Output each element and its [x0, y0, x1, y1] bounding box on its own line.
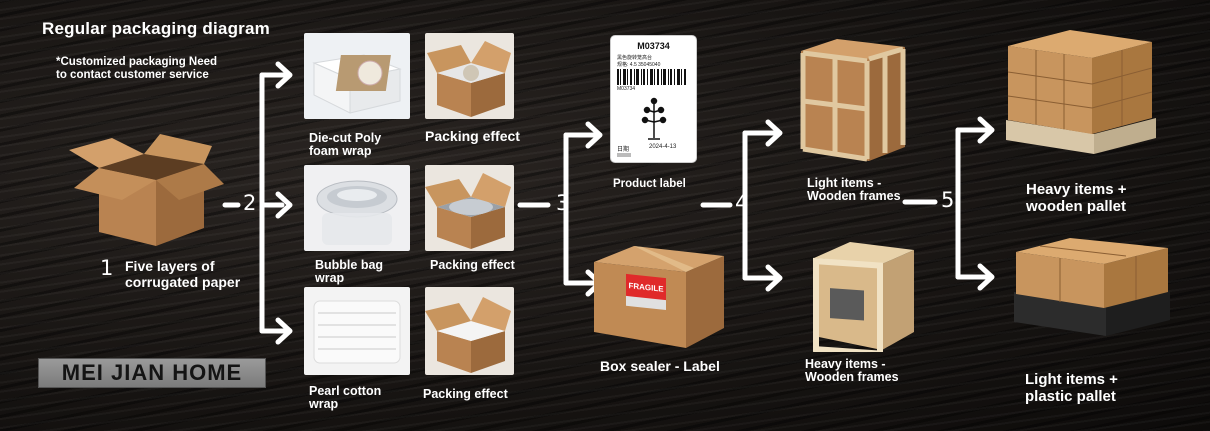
- step-number-2: 2: [243, 191, 257, 215]
- product-icon: [641, 97, 667, 140]
- bubble-bag-effect-label: Packing effect: [430, 258, 515, 272]
- pearl-cotton-image: [304, 287, 410, 375]
- light-wooden-frame-label: Light items - Wooden frames: [807, 176, 901, 203]
- bubble-bag-label: Bubble bag wrap: [315, 258, 384, 285]
- poly-foam-label: Die-cut Poly foam wrap: [309, 131, 382, 158]
- plastic-pallet-boxes-image: [1010, 232, 1175, 347]
- plastic-pallet-label: Light items + plastic pallet: [1025, 371, 1118, 405]
- label-date-label: 日期: [617, 147, 630, 153]
- open-corrugated-box-image: [64, 128, 224, 253]
- label-code: M03734: [637, 41, 670, 51]
- bubble-bag-packing-effect-image: [425, 165, 514, 251]
- heavy-wooden-frame-image: [800, 236, 918, 357]
- product-label-sticker: M03734 黑色旋转笼高台 规格: 4.5 35045040 M03734: [611, 36, 696, 162]
- light-wooden-frame-image: [797, 37, 909, 167]
- brand-logo: MEI JIAN HOME: [38, 358, 266, 388]
- barcode-text: M03734: [617, 86, 636, 92]
- wooden-pallet-boxes-image: [1000, 26, 1160, 169]
- step-number-4: 4: [735, 191, 749, 215]
- wooden-pallet-label: Heavy items + wooden pallet: [1026, 181, 1127, 215]
- diagram-title: Regular packaging diagram: [42, 19, 270, 38]
- pearl-cotton-label: Pearl cotton wrap: [309, 384, 382, 411]
- pearl-cotton-effect-label: Packing effect: [423, 387, 508, 401]
- product-label-text: Product label: [613, 178, 686, 190]
- heavy-wooden-frame-label: Heavy items - Wooden frames: [805, 357, 899, 384]
- poly-foam-image: [304, 33, 410, 119]
- step1-label: Five layers of corrugated paper: [125, 258, 241, 290]
- pearl-cotton-packing-effect-image: [425, 287, 514, 375]
- poly-foam-packing-effect-image: [425, 33, 514, 119]
- label-date: 2024-4-13: [649, 144, 677, 150]
- step-number-5: 5: [941, 188, 955, 212]
- barcode-graphic: [617, 69, 686, 85]
- bubble-bag-image: [304, 165, 410, 251]
- poly-foam-effect-label: Packing effect: [425, 128, 520, 144]
- box-sealer-label: Box sealer - Label: [600, 358, 720, 374]
- label-line1: 黑色旋转笼高台: [617, 55, 653, 61]
- fragile-sticker: FRAGILE: [626, 273, 666, 301]
- custom-packaging-note: *Customized packaging Need to contact cu…: [56, 56, 218, 81]
- label-line2: 规格: 4.5 35045040: [617, 62, 661, 68]
- step-number-3: 3: [556, 191, 570, 215]
- step-number-1: 1: [100, 256, 114, 280]
